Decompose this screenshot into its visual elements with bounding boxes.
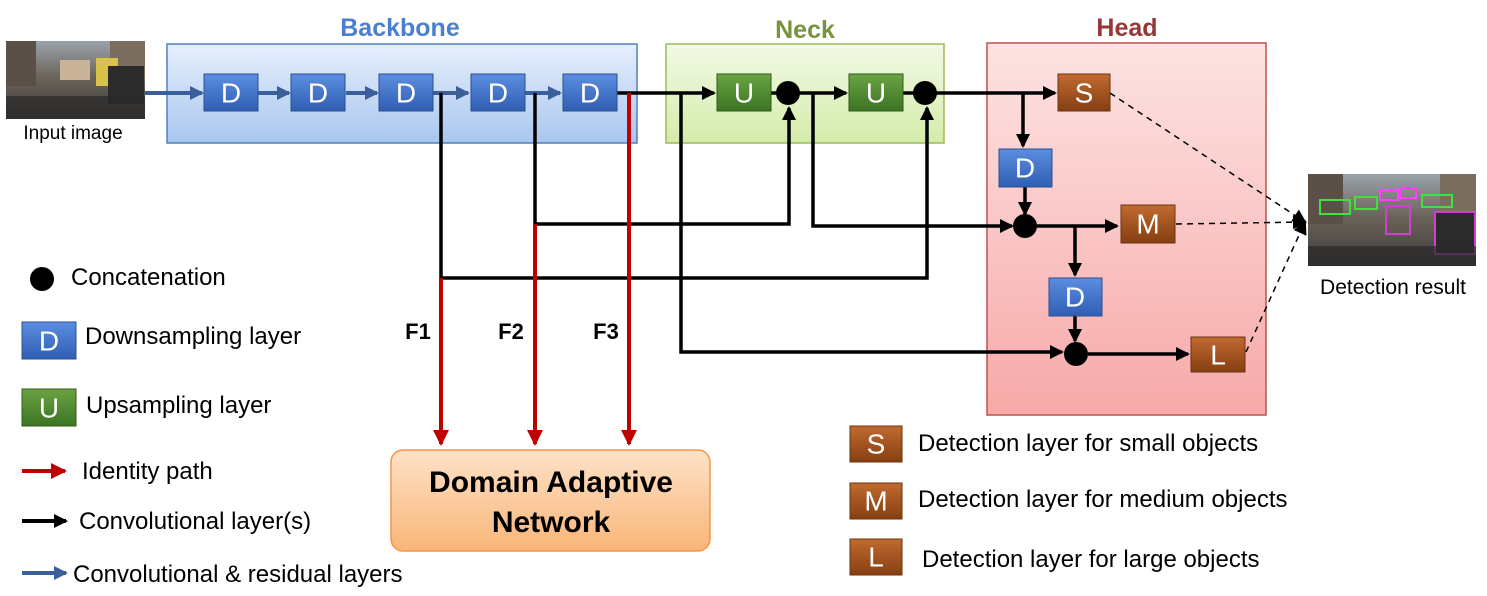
backbone-d-block-3: D — [378, 73, 434, 112]
backbone-d-block-1: D — [203, 73, 259, 112]
svg-text:D: D — [488, 78, 508, 109]
input-image-label: Input image — [23, 123, 122, 144]
concat-node — [913, 81, 937, 105]
svg-text:M: M — [864, 486, 887, 517]
backbone-d-block-5: D — [562, 73, 618, 112]
neck-u-block-2: U — [848, 73, 904, 112]
head-title: Head — [1096, 14, 1157, 42]
concat-nodes — [776, 81, 1088, 366]
legend-m-swatch — [849, 482, 903, 520]
svg-text:D: D — [1065, 282, 1085, 313]
concat-node — [1013, 214, 1037, 238]
backbone-d-block-2: D — [290, 73, 346, 112]
domain-adaptive-network: Domain Adaptive Network — [390, 449, 711, 552]
svg-text:D: D — [580, 78, 600, 109]
legend-concat-dot — [30, 267, 54, 291]
detection-legend: S Detection layer for small objects M De… — [849, 425, 1288, 576]
legend-small: Detection layer for small objects — [918, 430, 1258, 457]
svg-text:D: D — [396, 78, 416, 109]
head-l-block: L — [1190, 336, 1246, 373]
legend-d-swatch — [21, 321, 77, 360]
detection-result-label: Detection result — [1320, 276, 1466, 299]
feature-label-f3: F3 — [593, 319, 619, 344]
svg-text:U: U — [734, 78, 754, 109]
svg-text:D: D — [308, 78, 328, 109]
backbone-title: Backbone — [340, 14, 460, 42]
legend-l-swatch — [849, 538, 903, 576]
legend-upsampling: Upsampling layer — [86, 392, 271, 419]
identity-paths — [433, 93, 637, 446]
legend-medium: Detection layer for medium objects — [918, 486, 1288, 513]
legend-identity: Identity path — [82, 458, 213, 485]
svg-text:M: M — [1136, 209, 1159, 240]
svg-text:S: S — [1075, 78, 1094, 109]
legend-s-swatch — [849, 425, 903, 463]
svg-text:U: U — [866, 78, 886, 109]
input-image — [6, 41, 145, 119]
legend-conv-residual: Convolutional & residual layers — [73, 561, 403, 588]
dan-line-2: Network — [492, 506, 611, 539]
head-m-block: M — [1120, 204, 1176, 244]
neck-title: Neck — [775, 16, 835, 44]
detection-dashes — [1109, 92, 1307, 353]
legend-downsampling: Downsampling layer — [85, 323, 301, 350]
legend-large: Detection layer for large objects — [922, 546, 1260, 573]
conv-connections — [439, 86, 1190, 361]
svg-text:D: D — [221, 78, 241, 109]
svg-text:S: S — [867, 429, 886, 460]
feature-label-f2: F2 — [498, 319, 524, 344]
svg-text:D: D — [1015, 153, 1035, 184]
legend-convolutional: Convolutional layer(s) — [79, 508, 311, 535]
legend: Concatenation D Downsampling layer U Ups… — [21, 264, 403, 588]
neck-u-block-1: U — [716, 73, 772, 112]
head-d-block-2: D — [1048, 277, 1103, 317]
svg-text:D: D — [39, 326, 59, 357]
detection-result-image — [1308, 174, 1476, 266]
feature-label-f1: F1 — [405, 319, 431, 344]
legend-u-swatch — [21, 388, 77, 427]
svg-text:L: L — [1210, 340, 1226, 371]
head-s-block: S — [1057, 73, 1111, 112]
concat-node — [1064, 342, 1088, 366]
legend-concatenation: Concatenation — [71, 264, 226, 291]
head-d-block-1: D — [998, 148, 1053, 188]
svg-text:L: L — [868, 542, 884, 573]
concat-node — [776, 81, 800, 105]
svg-text:U: U — [39, 393, 59, 424]
dan-line-1: Domain Adaptive — [429, 466, 673, 499]
backbone-d-block-4: D — [470, 73, 526, 112]
